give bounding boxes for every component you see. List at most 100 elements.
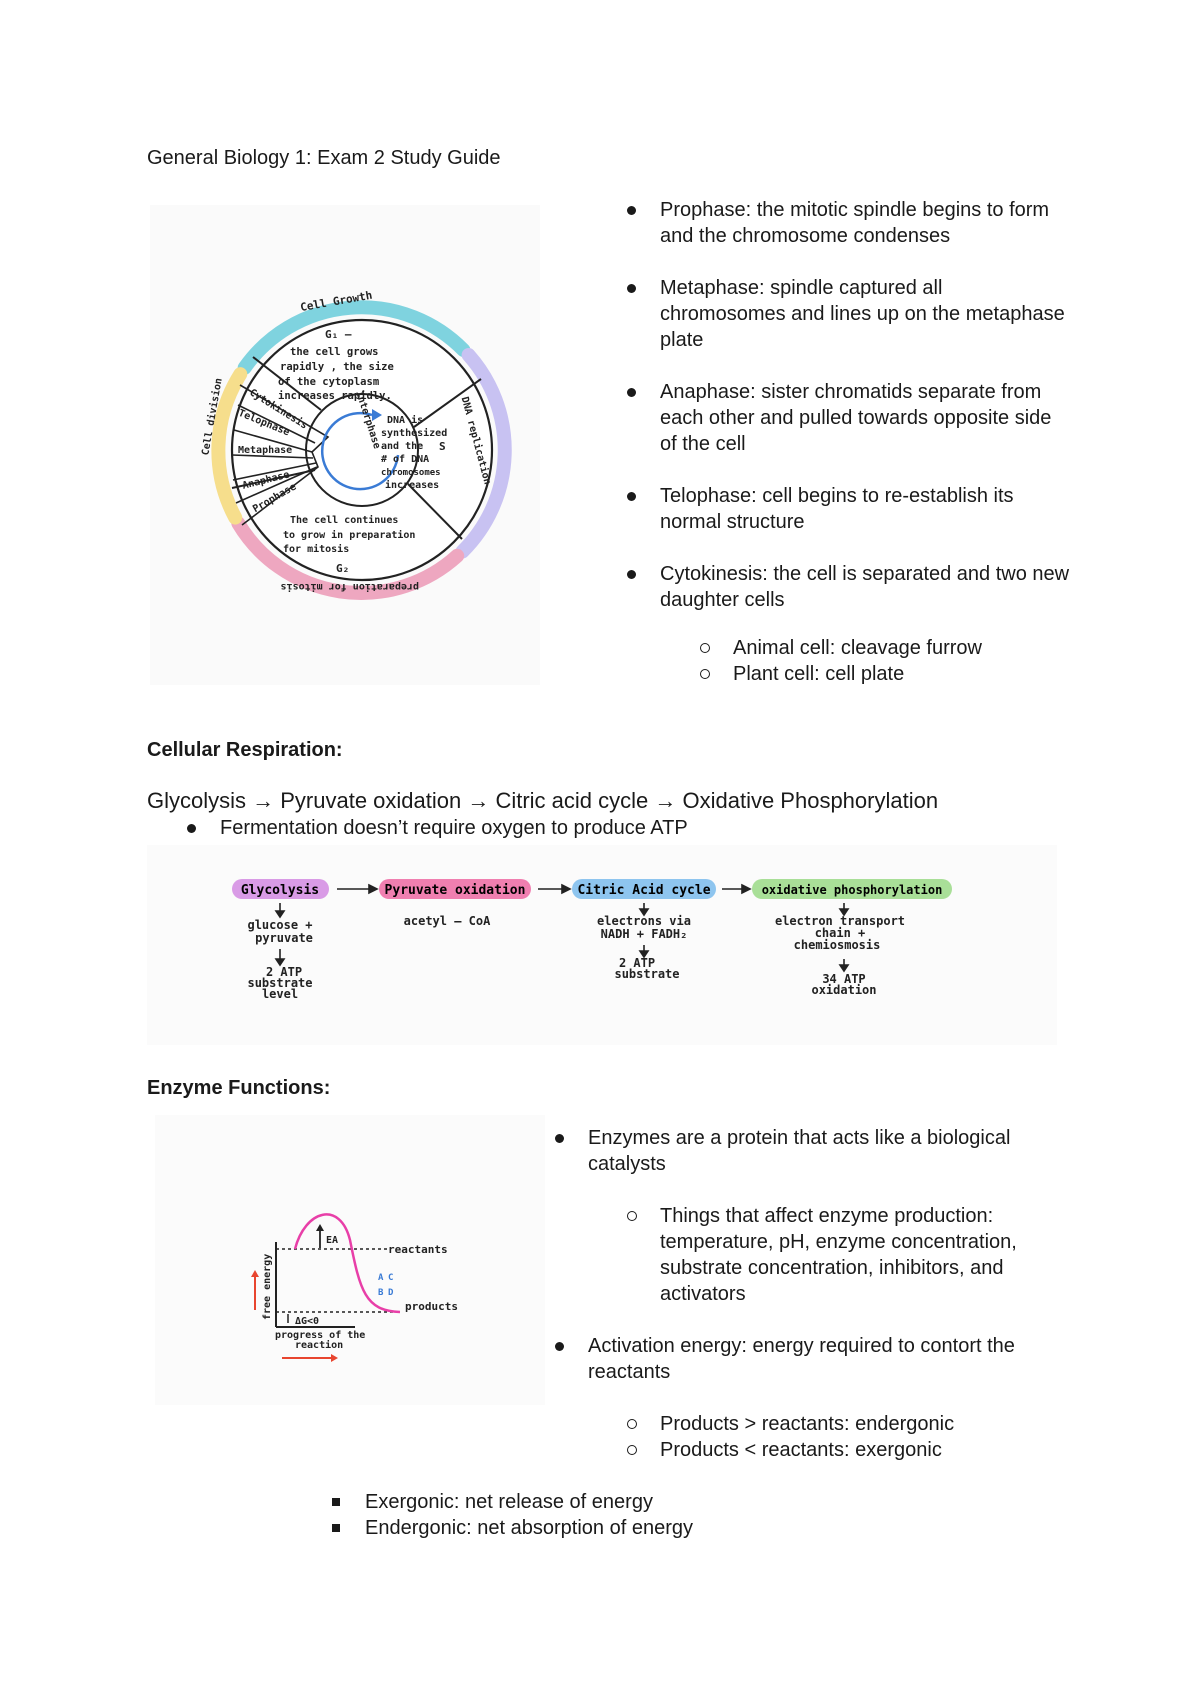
- mitosis-list: Prophase: the mitotic spindle begins to …: [627, 197, 1070, 613]
- arrow-head-icon: [372, 409, 382, 421]
- energy-curve: [293, 1213, 401, 1314]
- label-c: C: [388, 1273, 393, 1283]
- label-a: A: [378, 1273, 384, 1283]
- list-item: Things that affect enzyme production: te…: [627, 1203, 1060, 1307]
- s-line: and the: [381, 441, 423, 452]
- list-item: Activation energy: energy required to co…: [555, 1333, 1068, 1385]
- g1-line: the cell grows: [290, 346, 379, 358]
- oxidative-atp: 34 ATP: [822, 972, 865, 986]
- glycolysis-atp: level: [262, 987, 298, 1001]
- interphase-arrow: [320, 411, 400, 491]
- s-line: chromosomes: [381, 468, 441, 478]
- citric-line: NADH + FADH₂: [601, 927, 688, 941]
- bullet-icon: [627, 284, 636, 293]
- oxidative-line: chemiosmosis: [794, 938, 881, 952]
- bullet-icon: [627, 492, 636, 501]
- label-b: B: [378, 1288, 384, 1298]
- citric-pill: [572, 879, 716, 899]
- list-item: Animal cell: cleavage furrow: [700, 635, 1083, 661]
- bullet-icon: [627, 388, 636, 397]
- bullet-icon: [555, 1342, 564, 1351]
- g1-line: of the cytoplasm: [278, 376, 379, 388]
- list-item: Products < reactants: exergonic: [627, 1437, 1060, 1463]
- glycolysis-pill: [232, 879, 329, 899]
- red-right-arrow-icon: [331, 1354, 338, 1362]
- bullet-icon: [187, 824, 196, 833]
- s-letter: S: [439, 440, 446, 453]
- list-item: Metaphase: spindle captured all chromoso…: [627, 275, 1070, 353]
- square-bullet-icon: [332, 1498, 340, 1506]
- glycolysis-line: pyruvate: [255, 931, 313, 945]
- products-label: products: [405, 1300, 458, 1313]
- cell-growth-arc: [237, 300, 471, 375]
- red-up-arrow-icon: [251, 1270, 259, 1277]
- s-line: # of DNA: [381, 454, 429, 465]
- circle-bullet-icon: [700, 643, 710, 653]
- citric-line: electrons via: [597, 914, 691, 928]
- enzyme-list: Enzymes are a protein that acts like a b…: [555, 1125, 1068, 1177]
- oxidative-line: electron transport: [775, 914, 905, 928]
- s-line: DNA is: [387, 414, 423, 426]
- glycolysis-label: Glycolysis: [241, 883, 319, 898]
- g1-line: increases rapidly.: [278, 390, 392, 402]
- metaphase-label: Metaphase: [238, 445, 292, 456]
- list-item: Endergonic: net absorption of energy: [332, 1515, 865, 1541]
- list-item: Fermentation doesn’t require oxygen to p…: [187, 815, 920, 841]
- s-line: increases: [385, 479, 439, 491]
- page-title: General Biology 1: Exam 2 Study Guide: [147, 147, 501, 169]
- g1-title: G₁ –: [325, 328, 352, 341]
- list-item: Cytokinesis: the cell is separated and t…: [627, 561, 1070, 613]
- dna-replication-arc: [455, 348, 512, 559]
- energy-type-list: Exergonic: net release of energy Endergo…: [332, 1489, 865, 1541]
- g2-line: to grow in preparation: [283, 529, 415, 541]
- citric-atp: 2 ATP: [619, 956, 655, 970]
- bullet-icon: [627, 206, 636, 215]
- glycolysis-atp: 2 ATP: [266, 965, 302, 979]
- list-item: Products > reactants: endergonic: [627, 1411, 1060, 1437]
- circle-bullet-icon: [700, 669, 710, 679]
- circle-bullet-icon: [627, 1445, 637, 1455]
- glycolysis-line: glucose +: [247, 918, 312, 932]
- y-axis-label: free energy: [262, 1254, 273, 1320]
- activation-sublist: Products > reactants: endergonic Product…: [627, 1411, 1060, 1463]
- g2-line: The cell continues: [290, 514, 398, 526]
- cell-cycle-diagram: Cell Growth G₁ – the cell grows rapidly …: [150, 205, 540, 685]
- energy-graph: EA reactants products A C B D ΔG<0 free …: [155, 1115, 545, 1405]
- oxidative-line: chain +: [815, 926, 866, 940]
- list-item: Exergonic: net release of energy: [332, 1489, 865, 1515]
- respiration-list: Fermentation doesn’t require oxygen to p…: [187, 815, 920, 841]
- diagram-background: [147, 845, 1057, 1045]
- list-item: Prophase: the mitotic spindle begins to …: [627, 197, 1070, 249]
- enzyme-sublist: Things that affect enzyme production: te…: [627, 1203, 1060, 1307]
- square-bullet-icon: [332, 1524, 340, 1532]
- circle-bullet-icon: [627, 1419, 637, 1429]
- preparation-arc: [231, 516, 465, 600]
- s-line: synthesized: [381, 427, 447, 439]
- enzyme-heading: Enzyme Functions:: [147, 1077, 331, 1099]
- x-axis-label: reaction: [295, 1339, 343, 1351]
- oxidative-atp: oxidation: [811, 983, 876, 997]
- preparation-label: preparation for mitosis: [281, 581, 419, 593]
- graph-background: [155, 1115, 545, 1405]
- cell-division-arc: [211, 367, 248, 525]
- glycolysis-atp: substrate: [247, 976, 312, 990]
- circle-bullet-icon: [627, 1211, 637, 1221]
- g2-title: G₂: [336, 562, 349, 575]
- bullet-icon: [627, 570, 636, 579]
- bullet-icon: [555, 1134, 564, 1143]
- respiration-flow: Glycolysis → Pyruvate oxidation → Citric…: [147, 788, 939, 813]
- pyruvate-pill: [379, 879, 531, 899]
- cytokinesis-sublist: Animal cell: cleavage furrow Plant cell:…: [700, 635, 1083, 687]
- delta-g-label: ΔG<0: [295, 1316, 319, 1327]
- ea-arrow-icon: [316, 1224, 324, 1231]
- respiration-heading: Cellular Respiration:: [147, 739, 343, 761]
- list-item: Plant cell: cell plate: [700, 661, 1083, 687]
- pyruvate-label: Pyruvate oxidation: [385, 883, 526, 898]
- g2-line: for mitosis: [283, 543, 349, 555]
- oxidative-pill: [752, 879, 952, 899]
- x-axis-label: progress of the: [275, 1330, 365, 1341]
- citric-label: Citric Acid cycle: [577, 883, 710, 898]
- citric-atp: substrate: [614, 967, 679, 981]
- oxidative-label: oxidative phosphorylation: [762, 883, 943, 897]
- label-d: D: [388, 1288, 394, 1298]
